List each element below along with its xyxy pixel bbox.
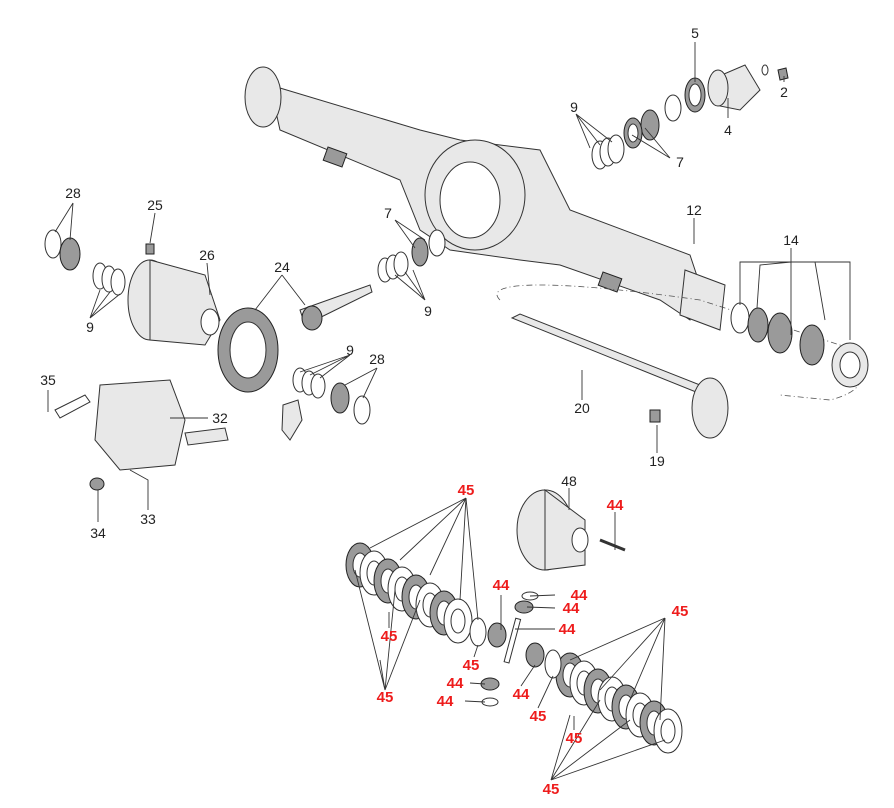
callout-19: 19 (649, 453, 665, 469)
callout-2: 2 (780, 84, 788, 100)
callout-5: 5 (691, 25, 699, 41)
callout-45: 45 (377, 689, 394, 706)
callout-20: 20 (574, 400, 590, 416)
leader-lines (47, 42, 851, 781)
clutch-plate-hole (660, 718, 676, 744)
callout-9: 9 (346, 342, 354, 358)
callout-45: 45 (463, 657, 480, 674)
callout-44: 44 (563, 600, 580, 617)
clutch-plate-hole (450, 608, 466, 634)
callout-45: 45 (543, 781, 560, 798)
differential-parts (44, 229, 446, 441)
callout-45: 45 (381, 628, 398, 645)
callout-45: 45 (458, 482, 475, 499)
limited-slip-clutch-pack (345, 489, 683, 754)
callout-44: 44 (607, 497, 624, 514)
callout-35: 35 (40, 372, 56, 388)
callout-26: 26 (199, 247, 215, 263)
callout-44: 44 (437, 693, 454, 710)
callout-14: 14 (783, 232, 799, 248)
callout-48: 48 (561, 473, 577, 489)
callout-33: 33 (140, 511, 156, 527)
callout-28: 28 (65, 185, 81, 201)
callout-44: 44 (493, 577, 510, 594)
cover (54, 379, 229, 491)
callout-34: 34 (90, 525, 106, 541)
callout-4: 4 (724, 122, 732, 138)
callout-9: 9 (424, 303, 432, 319)
axle-housing (244, 66, 726, 331)
callout-45: 45 (566, 730, 583, 747)
callout-28: 28 (369, 351, 385, 367)
callout-9: 9 (570, 99, 578, 115)
callout-45: 45 (530, 708, 547, 725)
callout-24: 24 (274, 259, 290, 275)
axle-shaft (496, 284, 869, 439)
callout-32: 32 (212, 410, 228, 426)
callout-44: 44 (559, 621, 576, 638)
callout-labels: 5 2 4 9 7 12 14 28 25 26 24 7 9 9 9 28 3… (40, 25, 799, 798)
callout-44: 44 (571, 587, 588, 604)
pinion-seal-parts (591, 64, 789, 170)
callout-12: 12 (686, 202, 702, 218)
callout-44: 44 (513, 686, 530, 703)
callout-9: 9 (86, 319, 94, 335)
callout-7: 7 (384, 205, 392, 221)
callout-44: 44 (447, 675, 464, 692)
callout-45: 45 (672, 603, 689, 620)
callout-7: 7 (676, 154, 684, 170)
callout-25: 25 (147, 197, 163, 213)
